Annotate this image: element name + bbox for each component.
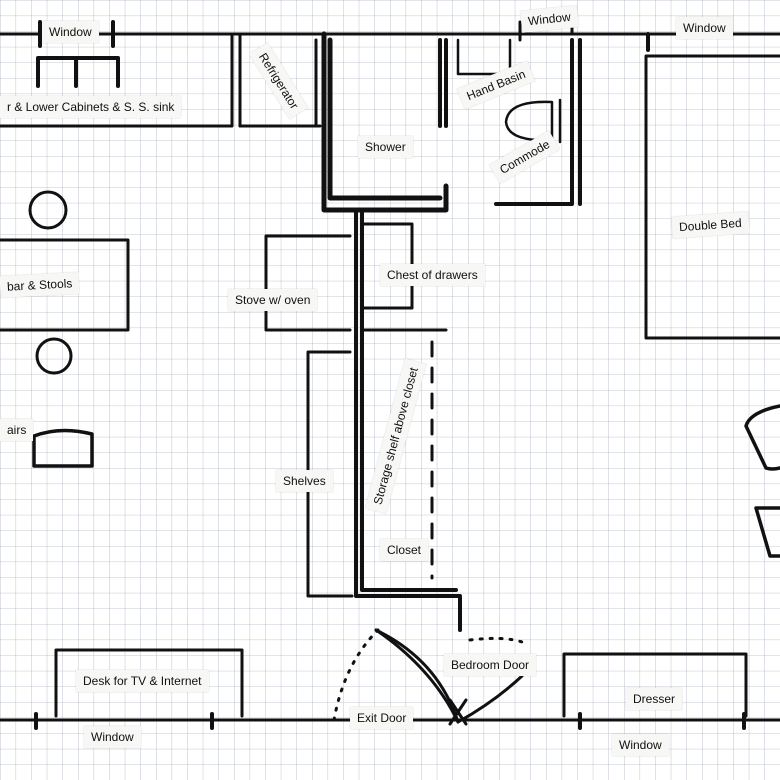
stool-top (28, 190, 68, 230)
window-top-left-label: Window (42, 21, 99, 43)
chair-left (32, 428, 94, 468)
dresser-outline (562, 652, 748, 718)
exit-door-leaf (374, 628, 460, 724)
stool-bottom (35, 337, 73, 375)
refrigerator-outline (238, 32, 318, 128)
bar-stools-label: bar & Stools (0, 271, 80, 299)
window-bottom-left-label: Window (84, 726, 141, 748)
desk-outline (54, 648, 244, 718)
chest-of-drawers-label: Chest of drawers (380, 264, 485, 286)
window-mark-top-left (38, 20, 115, 48)
kitchen-cabinets (0, 32, 322, 128)
window-top-right-label: Window (676, 17, 733, 39)
closet-label: Closet (380, 539, 429, 561)
exit-door-swing (332, 628, 380, 722)
shower-label: Shower (358, 136, 413, 158)
hand-basin-outline (456, 38, 512, 76)
dresser-label: Dresser (626, 688, 683, 710)
door-hinge (448, 698, 468, 726)
cabinets-sink-label: r & Lower Cabinets & S. S. sink (0, 96, 182, 118)
window-bottom-right-label: Window (612, 734, 669, 756)
desk-label: Desk for TV & Internet (76, 670, 209, 692)
bathroom-wall-right (494, 38, 582, 206)
bedroom-door-leaf (374, 628, 460, 724)
bedroom-door-leaf-right (456, 674, 524, 724)
bedroom-door-swing (468, 636, 524, 644)
shower-outline (321, 31, 449, 213)
window-mark-bottom-right (578, 712, 746, 730)
exit-door-label: Exit Door (350, 707, 414, 729)
stove-oven-label: Stove w/ oven (228, 289, 318, 311)
stove-outline (264, 234, 352, 332)
central-wall (354, 210, 462, 632)
window-mark-bottom-left (34, 712, 214, 730)
shelves-label: Shelves (276, 470, 333, 492)
chair-right-bottom (754, 506, 780, 558)
chairs-label: airs (0, 419, 34, 441)
sink (36, 56, 120, 88)
chair-right-top (744, 404, 780, 471)
bar-counter (0, 238, 130, 332)
bathroom-wall (438, 38, 448, 128)
bedroom-door-label: Bedroom Door (444, 654, 537, 676)
double-bed-outline (644, 54, 780, 340)
